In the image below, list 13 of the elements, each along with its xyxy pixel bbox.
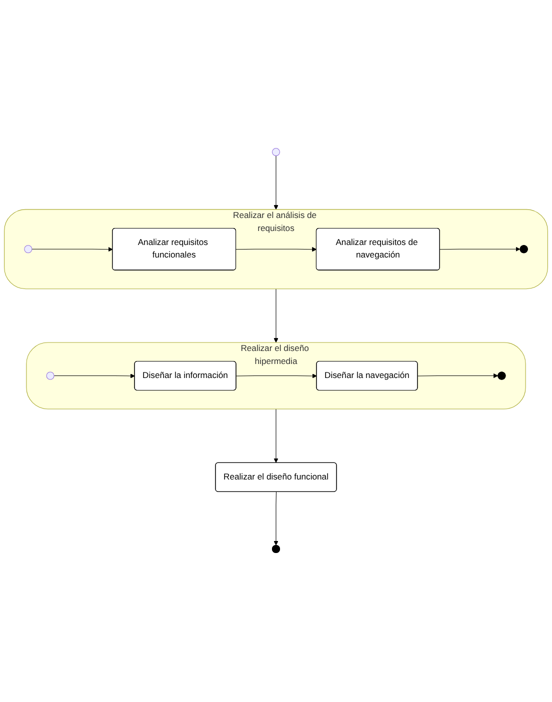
arrow [236, 247, 317, 252]
arrow [274, 409, 278, 464]
arrow [236, 374, 317, 379]
arrow [274, 492, 278, 546]
node-circle [24, 246, 32, 254]
arrow [440, 247, 520, 252]
arrow [32, 247, 113, 252]
arrow [274, 156, 278, 210]
arrow [274, 289, 278, 344]
arrow [417, 374, 498, 379]
arrow [54, 374, 135, 379]
node-circle [272, 148, 280, 157]
node-circle [46, 372, 54, 380]
